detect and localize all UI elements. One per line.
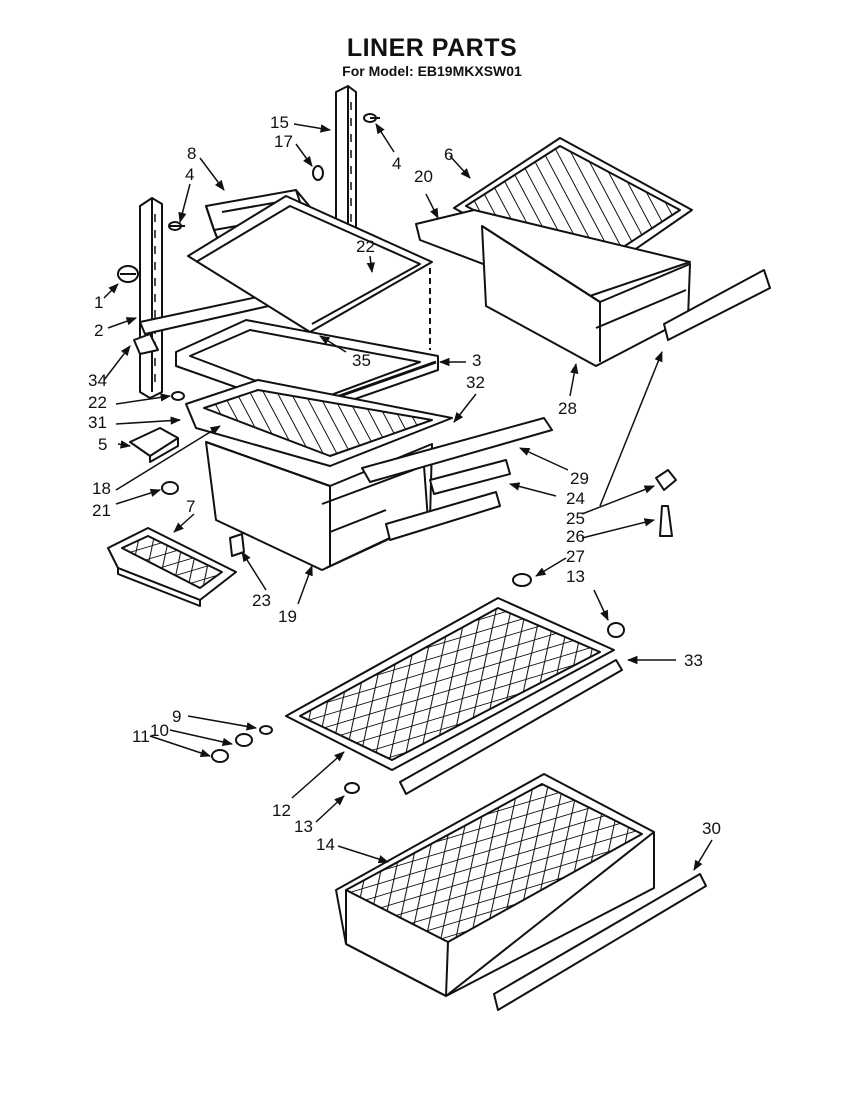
callout-18: 18 — [92, 479, 111, 498]
callout-1: 1 — [94, 293, 104, 312]
callout-2: 2 — [94, 321, 104, 340]
callout-27: 27 — [566, 547, 585, 566]
callout-13: 13 — [294, 817, 313, 836]
callout-4: 4 — [392, 154, 402, 173]
callout-10: 10 — [150, 721, 169, 740]
callout-22: 22 — [88, 393, 107, 412]
callout-22: 22 — [356, 237, 375, 256]
left-shelf-rail — [140, 198, 162, 398]
callout-23: 23 — [252, 591, 271, 610]
ice-tray — [108, 528, 236, 606]
callout-29: 29 — [570, 469, 589, 488]
callout-30: 30 — [702, 819, 721, 838]
callout-31: 31 — [88, 413, 107, 432]
callout-21: 21 — [92, 501, 111, 520]
callout-33: 33 — [684, 651, 703, 670]
diagram-title: LINER PARTS — [346, 34, 518, 62]
callout-8: 8 — [187, 144, 197, 163]
callout-25: 25 — [566, 509, 585, 528]
wire-shelf — [286, 598, 614, 770]
callout-3: 3 — [472, 351, 482, 370]
glass-shelf — [188, 196, 432, 350]
callout-35: 35 — [352, 351, 371, 370]
model-subtitle: For Model: EB19MKXSW01 — [342, 63, 522, 79]
callout-9: 9 — [172, 707, 182, 726]
callout-19: 19 — [278, 607, 297, 626]
wire-basket — [336, 774, 654, 996]
callout-11: 11 — [132, 727, 150, 746]
callout-17: 17 — [274, 132, 293, 151]
part-5 — [130, 428, 178, 456]
callout-5: 5 — [98, 435, 108, 454]
callout-28: 28 — [558, 399, 577, 418]
callout-24: 24 — [566, 489, 585, 508]
callout-7: 7 — [186, 497, 196, 516]
callout-4: 4 — [185, 165, 195, 184]
callout-14: 14 — [316, 835, 335, 854]
callout-12: 12 — [272, 801, 291, 820]
callout-32: 32 — [466, 373, 485, 392]
callout-13: 13 — [566, 567, 585, 586]
callout-26: 26 — [566, 527, 585, 546]
lower-slatted-shelf — [186, 380, 452, 466]
crisper-cover-strip — [362, 418, 552, 482]
callout-20: 20 — [414, 167, 433, 186]
callout-34: 34 — [88, 371, 107, 390]
callout-15: 15 — [270, 113, 289, 132]
callout-6: 6 — [444, 145, 454, 164]
